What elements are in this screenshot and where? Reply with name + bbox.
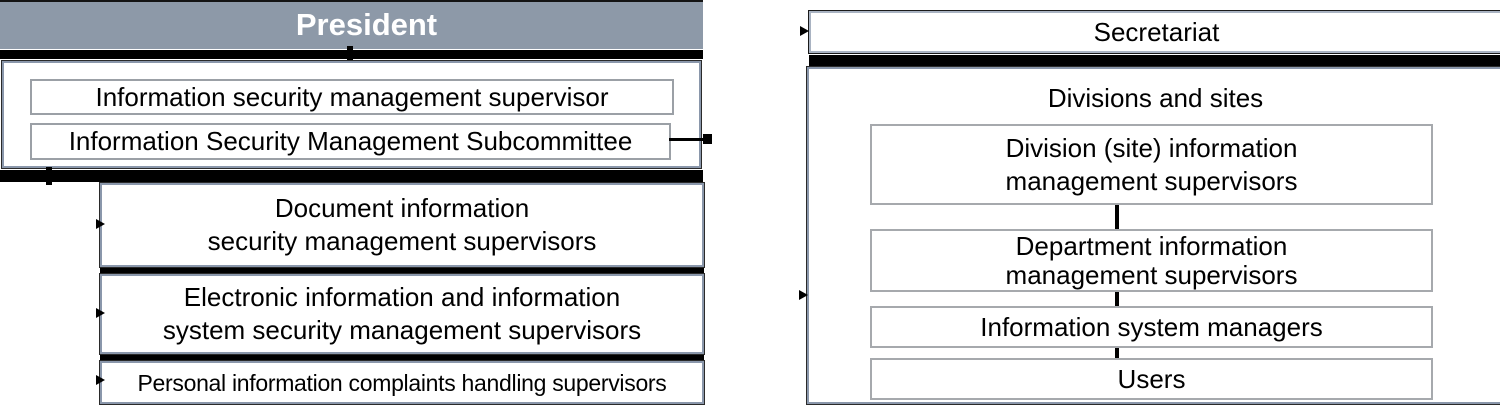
arrow-right-icon bbox=[96, 375, 105, 385]
separator-band-president bbox=[0, 50, 703, 59]
info-security-supervisor-label: Information security management supervis… bbox=[95, 82, 609, 112]
electronic-supervisors-box: Electronic information and information s… bbox=[99, 273, 705, 355]
vertical-connector bbox=[1115, 348, 1119, 358]
electronic-supervisors-line1: Electronic information and information bbox=[183, 282, 621, 312]
container-connector-stub bbox=[46, 167, 52, 185]
separator-band-container bbox=[0, 170, 703, 182]
users-box: Users bbox=[870, 358, 1433, 400]
information-system-managers-label: Information system managers bbox=[980, 312, 1323, 342]
department-line2: management supervisors bbox=[1005, 260, 1298, 290]
subcommittee-connector-endpoint-icon bbox=[703, 134, 712, 144]
secretariat-label: Secretariat bbox=[1093, 17, 1220, 47]
document-supervisors-line1: Document information bbox=[274, 193, 530, 223]
security-management-container: Information security management supervis… bbox=[1, 60, 702, 169]
department-supervisors-box: Department information management superv… bbox=[870, 229, 1433, 292]
arrow-right-icon bbox=[96, 308, 105, 318]
vertical-connector bbox=[1115, 205, 1119, 229]
document-supervisors-box: Document information security management… bbox=[99, 182, 705, 268]
separator-band-2 bbox=[100, 355, 704, 361]
divisions-and-sites-container: Divisions and sites Division (site) info… bbox=[806, 66, 1500, 405]
department-line1: Department information bbox=[1015, 231, 1288, 261]
separator-band-secretariat bbox=[809, 55, 1500, 66]
arrow-right-icon bbox=[800, 26, 809, 36]
president-label: President bbox=[295, 7, 438, 42]
division-site-line1: Division (site) information bbox=[1005, 133, 1298, 163]
separator-band-1 bbox=[100, 268, 704, 274]
subcommittee-connector-line bbox=[669, 138, 705, 141]
division-site-line2: management supervisors bbox=[1005, 166, 1298, 196]
arrow-right-icon bbox=[799, 290, 808, 300]
vertical-connector bbox=[1115, 292, 1119, 306]
subcommittee-box: Information Security Management Subcommi… bbox=[30, 123, 671, 160]
arrow-right-icon bbox=[96, 219, 105, 229]
subcommittee-label: Information Security Management Subcommi… bbox=[68, 126, 633, 156]
document-supervisors-line2: security management supervisors bbox=[207, 226, 597, 256]
president-header: President bbox=[0, 0, 703, 49]
personal-complaints-box: Personal information complaints handling… bbox=[99, 360, 705, 405]
information-system-managers-box: Information system managers bbox=[870, 306, 1433, 348]
division-site-supervisors-box: Division (site) information management s… bbox=[870, 124, 1433, 205]
users-label: Users bbox=[1117, 364, 1186, 394]
secretariat-box: Secretariat bbox=[808, 10, 1500, 54]
personal-complaints-label: Personal information complaints handling… bbox=[137, 370, 667, 396]
info-security-supervisor-box: Information security management supervis… bbox=[30, 79, 674, 115]
electronic-supervisors-line2: system security management supervisors bbox=[162, 315, 642, 345]
divisions-title: Divisions and sites bbox=[1047, 83, 1264, 113]
